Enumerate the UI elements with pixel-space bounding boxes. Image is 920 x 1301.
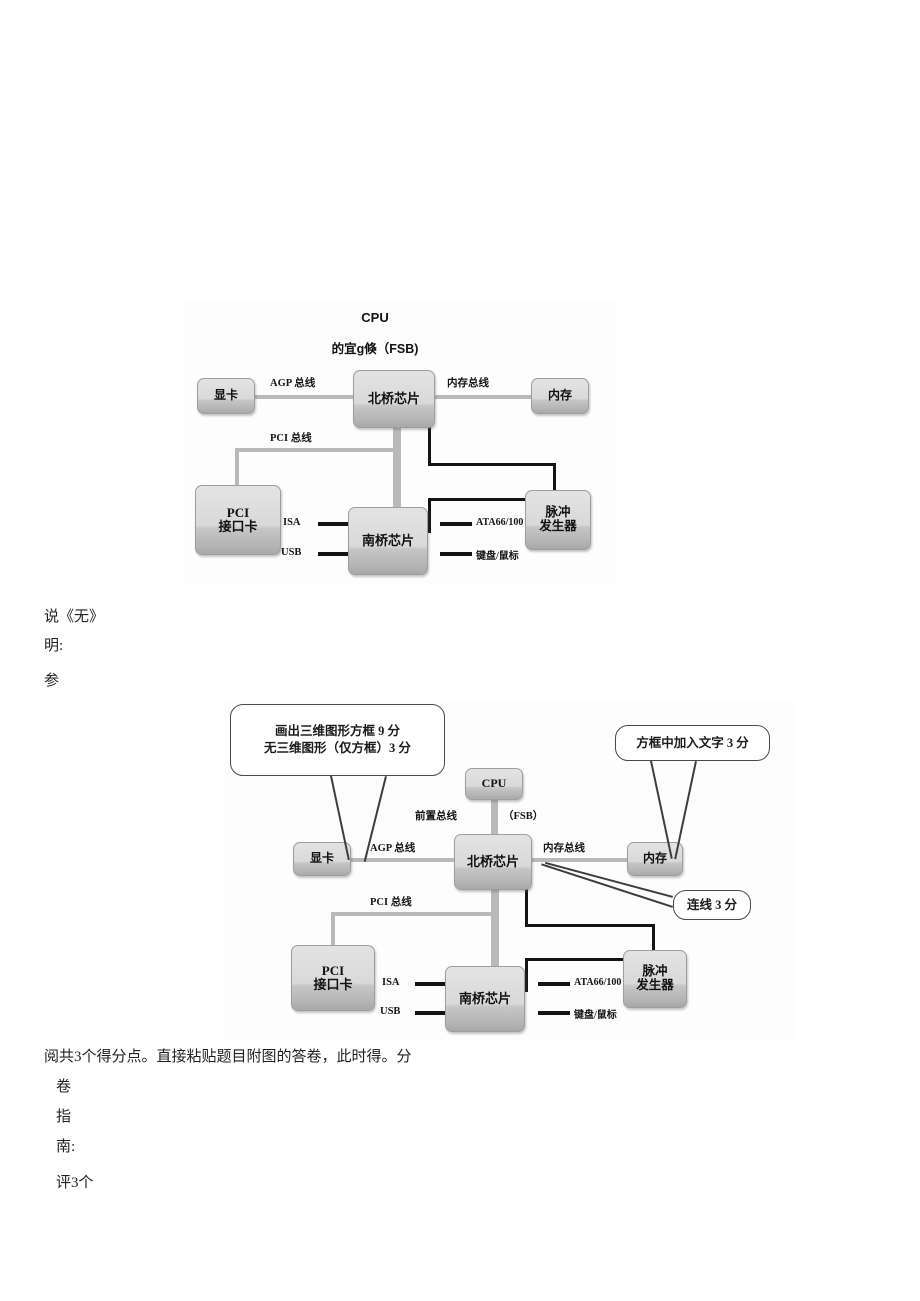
node-cpu-label: CPU: [481, 776, 507, 791]
callout-text-in-boxes-tail-right: [674, 761, 697, 860]
node-pci-card-label-line2: 接口卡: [218, 519, 258, 534]
node-pci-card-label-line2: 接口卡: [313, 977, 353, 992]
label-usb: USB: [380, 1006, 401, 1017]
node-pulse-generator-label-line1: 脉冲: [545, 505, 571, 520]
callout-connections-label: 连线 3 分: [686, 897, 737, 912]
label-keyboard-mouse: 键盘/鼠标: [476, 551, 519, 562]
node-northbridge-label: 北桥芯片: [367, 390, 420, 406]
wire-northbridge-pulse-horizontal: [525, 924, 655, 927]
wire-ata-stub: [440, 522, 472, 526]
diagram-motherboard-architecture-2: 画出三维图形方框 9 分 无三维图形（仅方框）3 分 方框中加入文字 3 分 连…: [225, 700, 795, 1040]
wire-southbridge-pulse-vertical: [428, 500, 431, 533]
bus-pci-horizontal: [235, 448, 400, 452]
label-isa: ISA: [283, 517, 301, 528]
node-pulse-generator-label-line2: 发生器: [539, 519, 577, 533]
bus-fsb-vertical: [491, 796, 498, 838]
label-pci-bus: PCI 总线: [370, 897, 412, 908]
label-ata66-100: ATA66/100: [476, 517, 524, 528]
node-cpu: CPU: [465, 768, 523, 800]
label-usb: USB: [281, 547, 302, 558]
label-memory-bus: 内存总线: [543, 843, 585, 854]
label-agp-bus: AGP 总线: [370, 843, 416, 854]
label-fsb-left: 前置总线: [415, 811, 457, 822]
text-shuo-wu: 说《无》: [44, 609, 105, 625]
node-graphics-card-label: 显卡: [309, 851, 334, 866]
node-memory: 内存: [627, 842, 683, 876]
node-memory-label: 内存: [642, 851, 667, 866]
bus-pci-horizontal: [331, 912, 496, 916]
label-agp-bus: AGP 总线: [270, 378, 316, 389]
text-bottom-main: 阅共3个得分点。直接粘贴题目附图的答卷，此时得。分: [44, 1049, 412, 1065]
wire-usb-stub: [318, 552, 350, 556]
wire-pulse-drop: [553, 463, 556, 496]
callout-text-in-boxes-label: 方框中加入文字 3 分: [636, 735, 749, 750]
bus-pci-vertical: [235, 448, 239, 490]
wire-pulse-drop: [652, 924, 655, 958]
node-pci-card: PCI 接口卡: [195, 485, 281, 555]
node-pci-card: PCI 接口卡: [291, 945, 375, 1011]
bus-northbridge-southbridge-vertical: [393, 425, 401, 540]
node-memory-label: 内存: [547, 388, 572, 403]
text-can: 参: [44, 673, 60, 689]
text-ping: 评3个: [56, 1175, 94, 1191]
wire-northbridge-pulse-vertical: [428, 420, 431, 465]
wire-northbridge-pulse-horizontal: [428, 463, 556, 466]
bus-memory-line: [530, 858, 630, 862]
node-graphics-card-label: 显卡: [213, 388, 238, 403]
node-pulse-generator-label-line1: 脉冲: [642, 964, 668, 979]
node-northbridge: 北桥芯片: [353, 370, 435, 428]
diagram-motherboard-architecture-1: CPU 的宜g倏（FSB): [185, 300, 615, 585]
wire-southbridge-pulse-horizontal: [525, 958, 629, 961]
node-southbridge-label: 南桥芯片: [361, 532, 414, 548]
label-memory-bus: 内存总线: [447, 378, 489, 389]
wire-usb-stub: [415, 1011, 447, 1015]
wire-keyboard-mouse-stub: [538, 1011, 570, 1015]
node-southbridge-label: 南桥芯片: [458, 990, 511, 1006]
label-ata66-100: ATA66/100: [574, 977, 622, 988]
node-southbridge: 南桥芯片: [445, 966, 525, 1032]
wire-southbridge-pulse-vertical: [525, 960, 528, 992]
wire-ata-stub: [538, 982, 570, 986]
text-juan: 卷: [56, 1079, 72, 1095]
node-southbridge: 南桥芯片: [348, 507, 428, 575]
node-memory: 内存: [531, 378, 589, 414]
callout-3d-boxes-line2: 无三维图形（仅方框）3 分: [264, 741, 411, 755]
node-pci-card-label-line1: PCI: [321, 962, 345, 978]
wire-keyboard-mouse-stub: [440, 552, 472, 556]
callout-3d-boxes-line1: 画出三维图形方框 9 分: [274, 724, 400, 739]
node-pulse-generator: 脉冲 发生器: [525, 490, 591, 550]
label-pci-bus: PCI 总线: [270, 433, 312, 444]
node-pulse-generator-label-line2: 发生器: [636, 978, 674, 992]
node-northbridge-label: 北桥芯片: [466, 853, 519, 869]
wire-southbridge-pulse-horizontal: [428, 498, 528, 501]
bus-agp-line: [347, 858, 459, 862]
bus-northbridge-southbridge-vertical: [491, 886, 499, 1004]
callout-connections: 连线 3 分: [673, 890, 751, 920]
wire-isa-stub: [318, 522, 350, 526]
text-nan: 南:: [56, 1139, 76, 1155]
callout-text-in-boxes: 方框中加入文字 3 分: [615, 725, 770, 761]
wire-northbridge-pulse-vertical: [525, 882, 528, 926]
label-keyboard-mouse: 键盘/鼠标: [574, 1010, 617, 1021]
text-zhi: 指: [56, 1109, 72, 1125]
text-ming: 明:: [44, 638, 64, 654]
node-graphics-card: 显卡: [293, 842, 351, 876]
bus-pci-vertical: [331, 912, 335, 952]
diagram1-title-fsb: 的宜g倏（FSB): [331, 342, 419, 356]
wire-isa-stub: [415, 982, 447, 986]
node-northbridge: 北桥芯片: [454, 834, 532, 890]
node-graphics-card: 显卡: [197, 378, 255, 414]
label-isa: ISA: [382, 977, 400, 988]
bus-agp-line: [253, 395, 363, 399]
node-pulse-generator: 脉冲 发生器: [623, 950, 687, 1008]
callout-3d-boxes: 画出三维图形方框 9 分 无三维图形（仅方框）3 分: [230, 704, 445, 776]
diagram1-title-cpu: CPU: [361, 310, 389, 325]
bus-memory-line: [433, 395, 533, 399]
label-fsb-right: （FSB）: [503, 811, 544, 822]
node-pci-card-label-line1: PCI: [226, 504, 250, 520]
